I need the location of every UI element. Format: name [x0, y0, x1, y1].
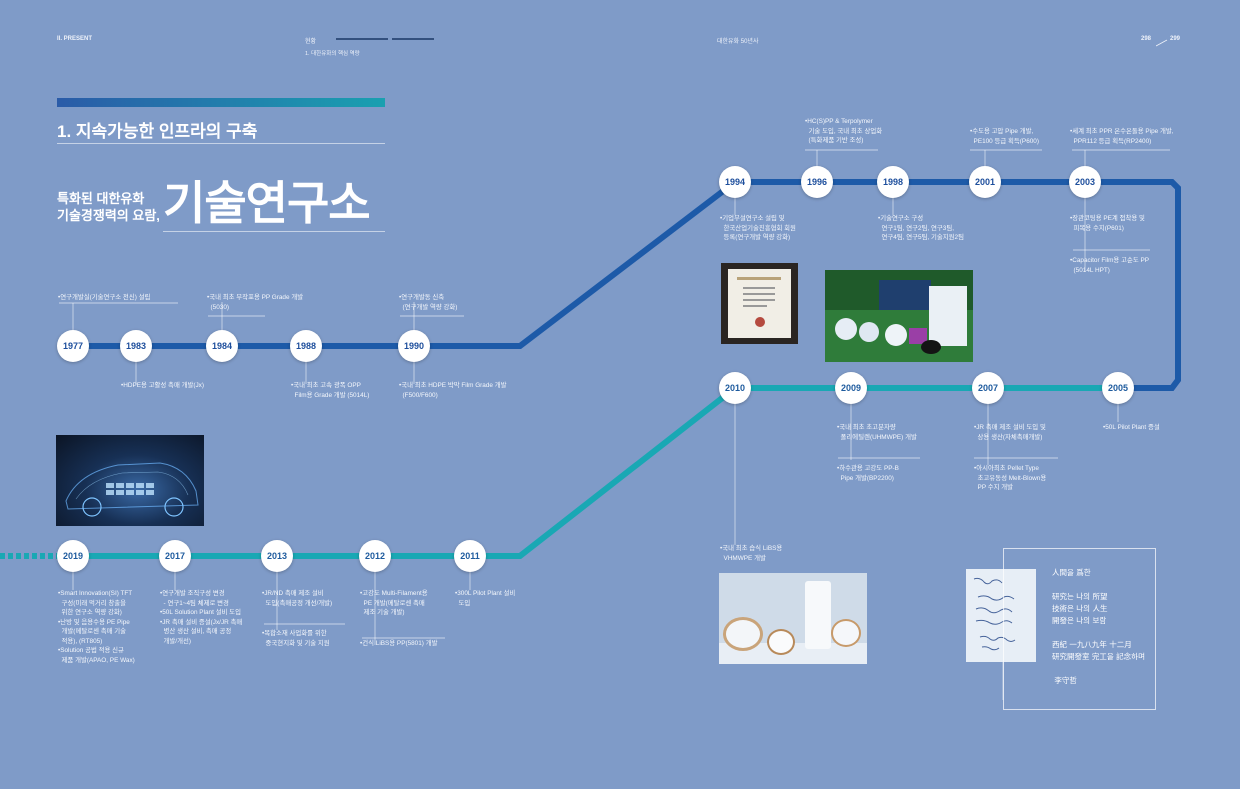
note-1994: •기업부설연구소 설립 및 한국산업기술진흥협회 회원 등록(연구개발 역량 강…	[720, 215, 796, 241]
header-divider	[392, 38, 434, 40]
note-2003-above: •세계 최초 PPR 온수온돌용 Pipe 개발, PPR112 등급 획득(R…	[1070, 128, 1174, 145]
note-1984: •국내 최초 무작포용 PP Grade 개발 (5030)	[207, 294, 304, 311]
certificate-plaque-image	[721, 263, 798, 344]
note-1990-below: •국내 최초 HDPE 박막 Film Grade 개발 (F500/F600)	[399, 382, 507, 399]
note-2001: •수도용 고압 Pipe 개발, PE100 등급 획득(P600)	[970, 128, 1039, 145]
year-node-1984: 1984	[206, 330, 238, 362]
subtitle-line2: 기술경쟁력의 요람,	[57, 208, 160, 223]
year-node-2007: 2007	[972, 372, 1004, 404]
header-divider	[336, 38, 388, 40]
note-2013-2: •복합소재 사업화를 위한 중국현지화 및 기술 지원	[262, 630, 330, 647]
year-node-2017: 2017	[159, 540, 191, 572]
book-title: 대한유화 50년사	[717, 39, 759, 45]
section-title: 1. 지속가능한 인프라의 구축	[57, 122, 258, 141]
note-2010: •국내 최초 습식 LiBS용 VHMWPE 개발	[720, 545, 783, 562]
year-node-2013: 2013	[261, 540, 293, 572]
timeline-line-upper	[60, 179, 1181, 391]
page-number-right: 299	[1170, 36, 1181, 42]
note-1977: •연구개발실(기술연구소 전신) 설립	[58, 294, 151, 301]
note-2009-2: •하수관용 고강도 PP-B Pipe 개발(BP2200)	[837, 465, 899, 482]
section-label: II. PRESENT	[57, 36, 93, 42]
year-node-2005: 2005	[1102, 372, 1134, 404]
product-samples-image	[825, 270, 973, 362]
quote-frame	[1003, 548, 1156, 710]
note-2013: •JR/ND 촉매 제조 설비 도입(촉매공정 개선/개발)	[262, 590, 333, 607]
subtitle-line1: 특화된 대한유화	[57, 191, 145, 206]
main-title: 기술연구소	[163, 177, 371, 229]
note-2003-below: •장관코팅용 PE계 접착용 및 피복용 수지(P601)	[1070, 215, 1145, 232]
title-accent-bar	[57, 98, 385, 107]
chapter-sub-label: 1. 대한유화의 핵심 역량	[305, 51, 360, 57]
calligraphy-image	[966, 569, 1036, 662]
page-number-left: 298	[1141, 36, 1152, 42]
note-1988: •국내 최초 고속 광폭 OPP Film용 Grade 개발 (5014L)	[291, 382, 370, 399]
year-node-2019: 2019	[57, 540, 89, 572]
note-2009: •국내 최초 초고분자량 폴리에틸렌(UHMWPE) 개발	[837, 424, 917, 441]
year-node-1998: 1998	[877, 166, 909, 198]
note-2011: •300L Pilot Plant 설비 도입	[455, 590, 516, 607]
note-1990-above: •연구개발동 신축 (연구개발 역량 강화)	[399, 294, 458, 311]
page-slash-icon	[1155, 34, 1168, 47]
year-node-1983: 1983	[120, 330, 152, 362]
year-node-2010: 2010	[719, 372, 751, 404]
note-2012: •고강도 Multi-Filament용 PE 개발(메탈로센 촉매 제조 기술…	[360, 590, 428, 616]
note-2007-2: •아시아최초 Pellet Type 초고유동성 Melt-Blown용 PP …	[974, 465, 1047, 491]
note-2003-below2: •Capacitor Film용 고순도 PP (5014L HPT)	[1070, 257, 1150, 274]
subtitle: 특화된 대한유화 기술경쟁력의 요람,	[57, 190, 160, 224]
quote-text: 人間을 爲한 研究는 나의 所望 技術은 나의 人生 開發은 나의 보람 西紀 …	[1052, 568, 1145, 685]
year-node-1988: 1988	[290, 330, 322, 362]
note-1998: •기술연구소 구성 연구1팀, 연구2팀, 연구3팀, 연구4팀, 연구5팀, …	[878, 215, 964, 241]
car-battery-image	[56, 435, 204, 526]
note-2012-2: •건식 LiBS용 PP(5801) 개발	[360, 640, 438, 647]
year-node-2001: 2001	[969, 166, 1001, 198]
timeline-line-lower	[60, 385, 1120, 559]
year-node-2009: 2009	[835, 372, 867, 404]
main-title-rule	[163, 231, 385, 232]
note-1983: •HDPE용 고활성 촉매 개발(Jx)	[121, 382, 205, 389]
note-2007: •JR 촉매 제조 설비 도입 및 상용 생산(자체촉매개발)	[974, 424, 1046, 441]
year-node-2003: 2003	[1069, 166, 1101, 198]
year-node-1977: 1977	[57, 330, 89, 362]
note-2019: •Smart Innovation(SI) TFT 구성(미래 먹거리 창출을 …	[58, 590, 135, 664]
chapter-label: 현황	[305, 39, 317, 45]
film-rolls-image	[719, 573, 867, 664]
title-rule	[57, 143, 385, 144]
year-node-1994: 1994	[719, 166, 751, 198]
note-1996: •HC(S)PP & Terpolymer 기술 도입, 국내 최초 상업화 (…	[805, 118, 883, 144]
year-node-2012: 2012	[359, 540, 391, 572]
note-2017: •연구개발 조직구성 변경 - 연구1~4팀 체제로 변경 •50L Solut…	[160, 590, 243, 645]
connector-lines	[59, 149, 1170, 700]
year-node-1990: 1990	[398, 330, 430, 362]
note-2005: •50L Pilot Plant 증설	[1103, 424, 1160, 431]
year-node-2011: 2011	[454, 540, 486, 572]
year-node-1996: 1996	[801, 166, 833, 198]
